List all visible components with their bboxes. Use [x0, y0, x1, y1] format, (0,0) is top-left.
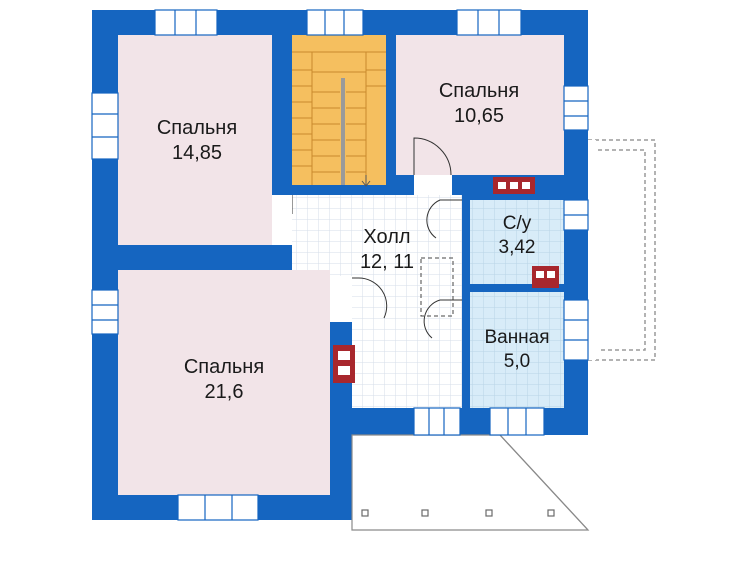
attic-hatch [420, 257, 454, 317]
room-name: Холл [363, 226, 411, 248]
room-area: 14,85 [171, 142, 223, 164]
room-area: 12, 11 [359, 251, 415, 273]
room-label-wc: С/у 3,42 [499, 212, 536, 260]
room-name: Спальня [183, 356, 265, 378]
room-area: 10,65 [453, 105, 505, 127]
hall-floor [292, 195, 462, 408]
windows [91, 9, 589, 521]
room-area: 3,42 [498, 237, 536, 258]
bedroom-3-floor [118, 270, 330, 495]
room-area: 21,6 [204, 381, 244, 403]
room-name: Ванная [484, 327, 550, 348]
room-label-bedroom-1: Спальня 14,85 [157, 116, 237, 166]
chimneys [333, 177, 559, 383]
room-label-bedroom-3: Спальня 21,6 [184, 355, 264, 405]
door-swings [291, 137, 462, 339]
room-area: 5,0 [503, 351, 531, 372]
room-name: С/у [502, 213, 532, 234]
staircase [292, 35, 386, 187]
room-label-bedroom-2: Спальня 10,65 [439, 79, 519, 129]
room-label-bathroom: Ванная 5,0 [484, 326, 549, 374]
bedroom-1-floor [118, 35, 272, 245]
balcony-right [588, 139, 656, 361]
bathroom-floor [470, 292, 564, 408]
room-name: Спальня [438, 80, 520, 102]
terrace [351, 434, 590, 531]
bedroom-2-floor [396, 35, 564, 175]
room-name: Спальня [156, 117, 238, 139]
room-label-hall: Холл 12, 11 [360, 225, 414, 275]
